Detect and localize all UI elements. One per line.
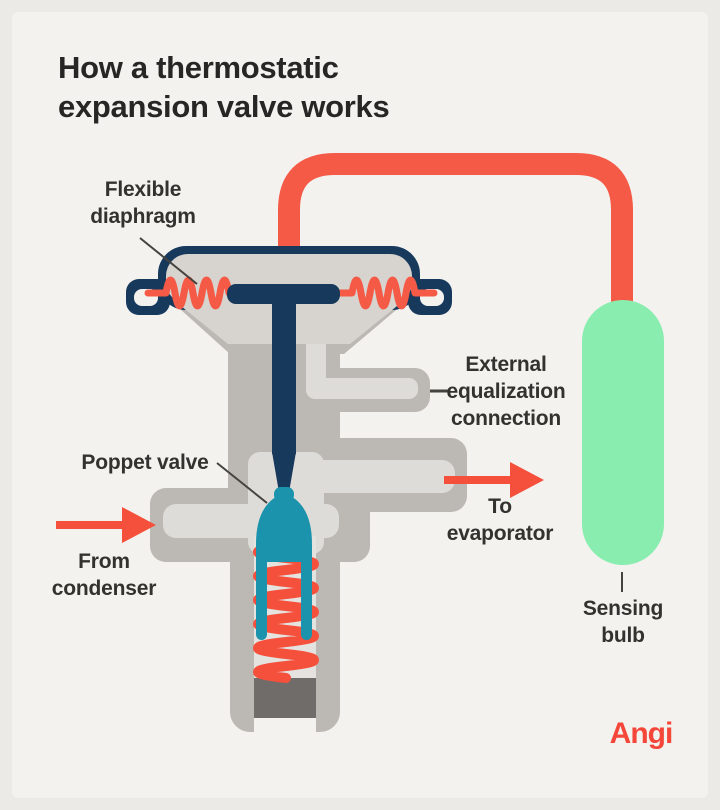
superheat-spring (253, 541, 319, 683)
page-title: How a thermostatic expansion valve works (58, 50, 390, 124)
poppet-valve-pointer (216, 462, 268, 504)
label-external-equalization: External equalization connection (446, 353, 566, 430)
label-flexible-diaphragm: Flexible diaphragm (90, 178, 196, 228)
poppet-leg-right (301, 552, 312, 640)
angi-logo: Angi (609, 717, 674, 750)
inlet-channel (163, 504, 339, 538)
pointer-lines (139, 237, 623, 592)
label-to-evaporator: To evaporator (446, 495, 554, 545)
label-sensing-bulb: Sensing bulb (582, 597, 664, 647)
flexible-diaphragm-pointer (139, 237, 198, 285)
sensing-bulb-shape (582, 300, 664, 565)
flow-arrows (56, 462, 544, 543)
adjustment-plug (254, 678, 316, 718)
stem-top-bar (227, 284, 340, 304)
label-poppet-valve: Poppet valve (81, 451, 209, 474)
from-condenser-arrow-head (122, 507, 156, 543)
valve-stem (227, 284, 340, 498)
poppet-valve-shape (256, 487, 312, 640)
stem-shaft (272, 296, 296, 454)
capillary-tube (278, 153, 633, 312)
poppet-bell (256, 493, 312, 562)
to-evaporator-arrow-head (510, 462, 544, 498)
outlet-channel (290, 460, 455, 493)
housing-bottom-opening (254, 718, 316, 734)
poppet-leg-left (256, 552, 267, 640)
label-from-condenser: From condenser (51, 550, 157, 600)
stem-needle (272, 452, 296, 498)
equalization-channel (306, 378, 418, 399)
